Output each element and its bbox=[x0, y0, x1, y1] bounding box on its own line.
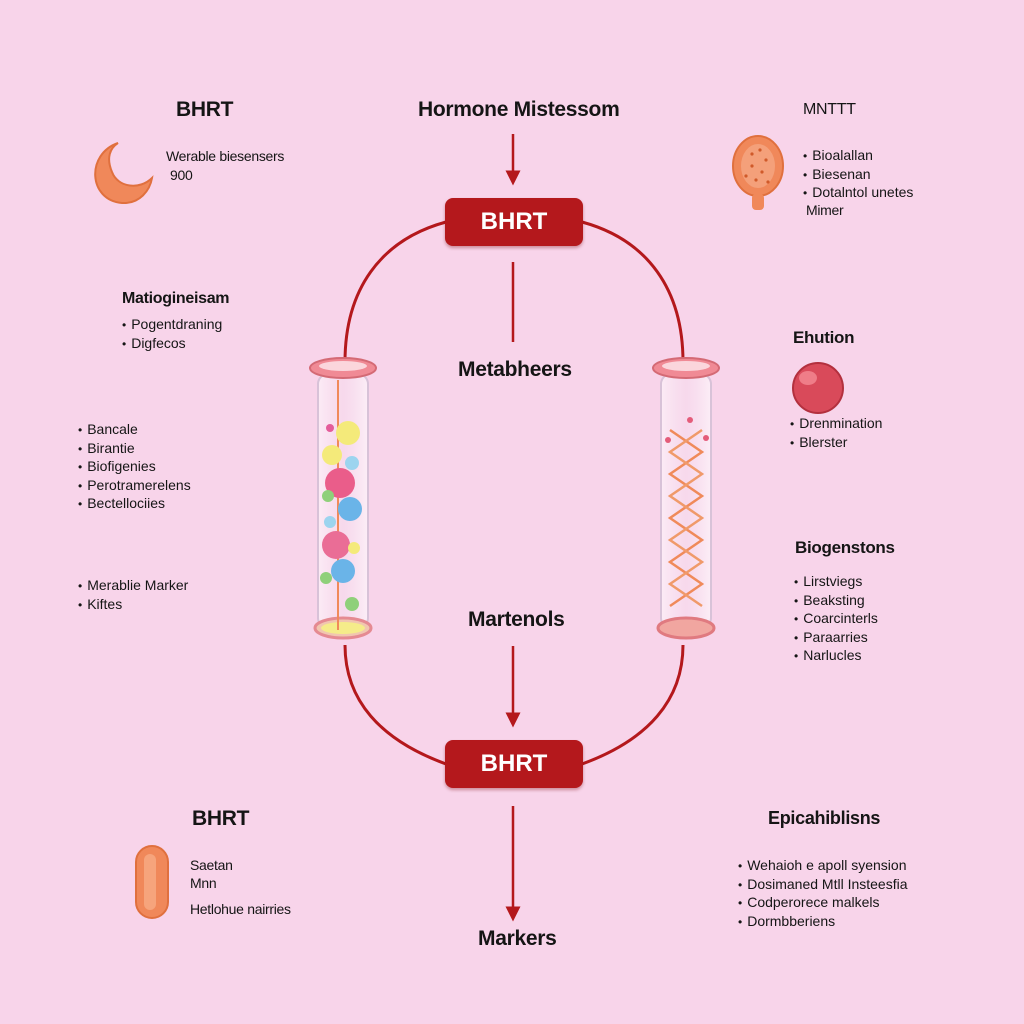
left-list-2: Merablie Marker Kiftes bbox=[78, 577, 188, 614]
list-item: Beaksting bbox=[794, 592, 878, 611]
right-top-list: Bioalallan Biesenan Dotalntol unetes bbox=[803, 147, 913, 203]
list-item: Drenmination bbox=[790, 415, 882, 434]
left-test-tube bbox=[309, 357, 377, 640]
list-item: Perotramerelens bbox=[78, 477, 191, 496]
list-item: Biesenan bbox=[803, 166, 913, 185]
right-test-tube bbox=[652, 357, 720, 640]
right-mid-title: Ehution bbox=[793, 328, 855, 347]
left-bottom-line1: Saetan bbox=[190, 857, 233, 873]
center-bottom-label: Martenols bbox=[468, 608, 565, 631]
list-item: Blerster bbox=[790, 434, 882, 453]
right-list: Lirstviegs Beaksting Coarcinterls Paraar… bbox=[794, 573, 878, 666]
left-top-line2: 900 bbox=[170, 167, 193, 183]
cell-sphere-icon bbox=[792, 362, 844, 414]
list-item: Biofigenies bbox=[78, 458, 191, 477]
list-item: Codperorece malkels bbox=[738, 894, 908, 913]
bottom-label: Markers bbox=[478, 927, 557, 950]
list-item: Bancale bbox=[78, 421, 191, 440]
right-bottom-title: Epicahiblisns bbox=[768, 808, 881, 828]
list-item: Digfecos bbox=[122, 335, 222, 354]
list-item: Kiftes bbox=[78, 596, 188, 615]
center-top-label: Metabheers bbox=[458, 358, 572, 381]
left-bottom-line3: Hetlohue nairries bbox=[190, 901, 291, 917]
left-bottom-line2: Mnn bbox=[190, 875, 217, 891]
list-item: Dormbberiens bbox=[738, 913, 908, 932]
list-item: Bioalallan bbox=[803, 147, 913, 166]
capsule-icon bbox=[135, 845, 169, 919]
list-item: Pogentdraning bbox=[122, 316, 222, 335]
list-item: Dosimaned Mtll Insteesfia bbox=[738, 876, 907, 895]
crescent-moon-icon bbox=[94, 142, 154, 205]
list-item: Coarcinterls bbox=[794, 610, 878, 629]
right-top-extra: Mimer bbox=[806, 202, 844, 218]
list-item: Birantie bbox=[78, 440, 191, 459]
list-item: Dotalntol unetes bbox=[803, 184, 913, 203]
cycle-loop bbox=[343, 220, 685, 766]
bhrt-bottom-node: BHRT bbox=[445, 740, 583, 788]
bhrt-top-node: BHRT bbox=[445, 198, 583, 246]
left-top-title: BHRT bbox=[176, 98, 234, 121]
list-item: Merablie Marker bbox=[78, 577, 188, 596]
left-bottom-title: BHRT bbox=[192, 807, 250, 830]
diagram-title: Hormone Mistessom bbox=[418, 98, 620, 121]
left-list-1: Bancale Birantie Biofigenies Perotramere… bbox=[78, 421, 191, 514]
ovary-icon bbox=[732, 135, 784, 210]
list-item: Wehaioh e apoll syension bbox=[738, 857, 908, 876]
list-item: Lirstviegs bbox=[794, 573, 878, 592]
left-top-line1: Werable biesensers bbox=[166, 148, 285, 164]
list-item: Paraarries bbox=[794, 629, 878, 648]
left-mid-list: Pogentdraning Digfecos bbox=[122, 316, 222, 353]
right-bottom-list: Wehaioh e apoll syension Dosimaned Mtll … bbox=[738, 857, 908, 932]
list-item: Narlucles bbox=[794, 647, 878, 666]
left-mid-title: Matiogineisam bbox=[122, 290, 230, 307]
right-mid-list: Drenmination Blerster bbox=[790, 415, 882, 452]
list-item: Bectellociies bbox=[78, 495, 191, 514]
right-top-label: MNTTT bbox=[803, 101, 856, 118]
right-list-title: Biogenstons bbox=[795, 538, 895, 557]
